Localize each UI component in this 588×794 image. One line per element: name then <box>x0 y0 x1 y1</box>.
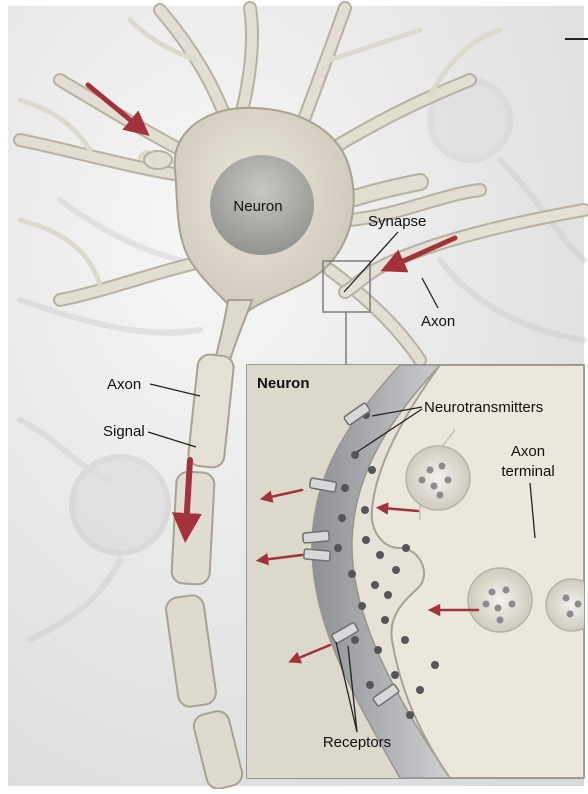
axon-right-label: Axon <box>421 313 455 330</box>
axon-terminal-label-line1: Axon <box>511 443 545 460</box>
axon-terminal-label-line2: terminal <box>501 463 554 480</box>
receptors-label: Receptors <box>323 734 391 751</box>
neurotransmitters-label: Neurotransmitters <box>424 399 543 416</box>
signal-arrow <box>186 460 190 528</box>
axon-left-label: Axon <box>107 376 141 393</box>
inset-neuron-label: Neuron <box>257 375 310 392</box>
neuron-label: Neuron <box>233 198 282 215</box>
signal-label: Signal <box>103 423 145 440</box>
synapse-inset: Neuron Neurotransmitters Axon terminal R… <box>247 365 588 778</box>
synapse-label: Synapse <box>368 213 426 230</box>
